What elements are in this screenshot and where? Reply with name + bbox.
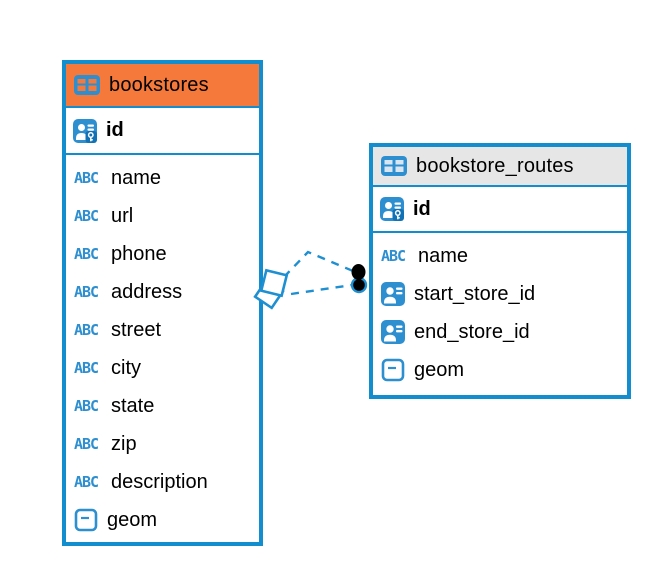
column-row[interactable]: geom <box>373 351 627 389</box>
text-type-icon: ABC <box>74 206 99 225</box>
column-name: address <box>111 280 183 303</box>
dot-endpoint <box>350 264 368 294</box>
text-type-icon: ABC <box>381 246 406 265</box>
table-header-bookstore-routes[interactable]: bookstore_routes <box>373 147 627 187</box>
column-row-pk[interactable]: id <box>373 187 627 233</box>
text-type-icon: ABC <box>74 396 99 415</box>
column-name: zip <box>111 432 137 455</box>
table-name: bookstore_routes <box>416 154 574 177</box>
text-type-icon: ABC <box>74 434 99 453</box>
text-type-icon: ABC <box>74 282 99 301</box>
table-icon <box>74 75 100 95</box>
column-row[interactable]: ABC zip <box>66 425 259 463</box>
column-name: name <box>111 166 162 189</box>
text-type-icon: ABC <box>74 320 99 339</box>
column-name: url <box>111 204 134 227</box>
table-header-bookstores[interactable]: bookstores <box>66 64 259 108</box>
column-row[interactable]: ABC name <box>373 237 627 275</box>
column-name: geom <box>107 508 158 531</box>
foreign-key-icon <box>381 320 405 344</box>
column-name: phone <box>111 242 167 265</box>
column-name: geom <box>414 358 465 381</box>
column-name: start_store_id <box>414 282 536 305</box>
column-row[interactable]: ABC address <box>66 273 259 311</box>
column-row[interactable]: end_store_id <box>373 313 627 351</box>
column-name: end_store_id <box>414 320 530 343</box>
column-list: ABC name ABC url ABC phone ABC address A… <box>66 155 259 539</box>
column-name: state <box>111 394 155 417</box>
column-row[interactable]: ABC city <box>66 349 259 387</box>
table-icon <box>381 156 407 176</box>
column-name: description <box>111 470 208 493</box>
text-type-icon: ABC <box>74 472 99 491</box>
column-row[interactable]: ABC street <box>66 311 259 349</box>
column-row[interactable]: start_store_id <box>373 275 627 313</box>
relationship-line-upper <box>283 250 354 278</box>
geometry-type-icon <box>74 508 98 532</box>
column-name: street <box>111 318 162 341</box>
column-row[interactable]: ABC url <box>66 197 259 235</box>
primary-key-icon <box>380 197 404 221</box>
column-row[interactable]: geom <box>66 501 259 539</box>
primary-key-icon <box>73 118 97 143</box>
text-type-icon: ABC <box>74 168 99 187</box>
column-name: name <box>418 244 469 267</box>
entity-bookstore-routes[interactable]: bookstore_routes id ABC name <box>369 143 631 399</box>
column-row[interactable]: ABC phone <box>66 235 259 273</box>
table-name: bookstores <box>109 73 209 96</box>
column-name: city <box>111 356 141 379</box>
relationship-line-lower <box>290 283 353 296</box>
column-list: ABC name start_store_id <box>373 233 627 389</box>
column-row[interactable]: ABC name <box>66 159 259 197</box>
geometry-type-icon <box>381 358 405 382</box>
column-name: id <box>106 119 124 141</box>
entity-bookstores[interactable]: bookstores id ABC name ABC url <box>62 60 263 546</box>
text-type-icon: ABC <box>74 358 99 377</box>
column-name: id <box>413 197 431 220</box>
column-row-pk[interactable]: id <box>66 108 259 155</box>
foreign-key-icon <box>381 282 405 306</box>
text-type-icon: ABC <box>74 244 99 263</box>
column-row[interactable]: ABC state <box>66 387 259 425</box>
column-row[interactable]: ABC description <box>66 463 259 501</box>
